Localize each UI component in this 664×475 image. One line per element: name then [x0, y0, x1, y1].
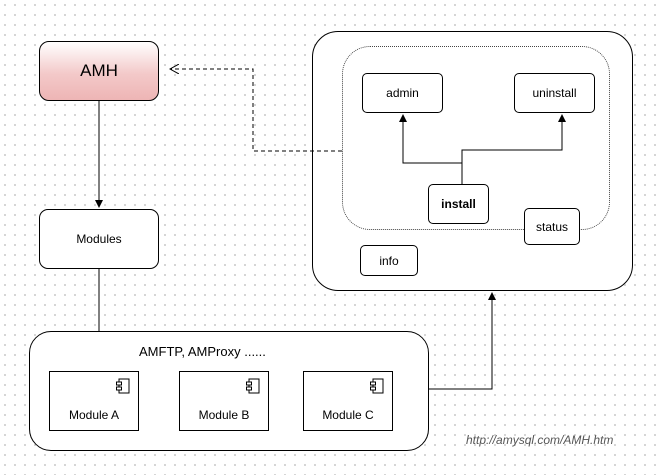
node-uninstall: uninstall — [514, 73, 595, 113]
module-b-label: Module B — [198, 408, 250, 422]
group-label: AMFTP, AMProxy ...... — [139, 344, 266, 359]
component-module-c: Module C — [303, 371, 393, 431]
node-amh-label: AMH — [80, 61, 118, 80]
node-amh: AMH — [39, 41, 159, 101]
edge-group-outer — [429, 292, 496, 390]
node-status-label: status — [535, 219, 568, 234]
node-admin: admin — [362, 73, 443, 113]
node-admin-label: admin — [386, 86, 419, 100]
node-modules: Modules — [39, 209, 159, 269]
component-icon — [246, 378, 260, 394]
node-install-label: install — [441, 197, 476, 211]
node-install: install — [428, 184, 489, 224]
node-uninstall-label: uninstall — [532, 86, 577, 100]
node-status: status — [524, 208, 580, 245]
component-icon — [116, 378, 130, 394]
component-icon — [370, 378, 384, 394]
source-url: http://amysql.com/AMH.htm — [466, 433, 614, 447]
component-module-a: Module A — [49, 371, 139, 431]
edge-install-admin-top — [399, 114, 463, 184]
edge-install-uninstall-top — [461, 114, 566, 163]
core-subgroup — [342, 46, 610, 230]
module-a-label: Module A — [68, 408, 120, 422]
node-info-label: info — [379, 253, 399, 268]
edge-dashed-to-amh — [170, 69, 342, 152]
node-info: info — [360, 245, 418, 276]
module-c-label: Module C — [322, 408, 374, 422]
component-module-b: Module B — [179, 371, 269, 431]
node-modules-label: Modules — [76, 232, 122, 246]
